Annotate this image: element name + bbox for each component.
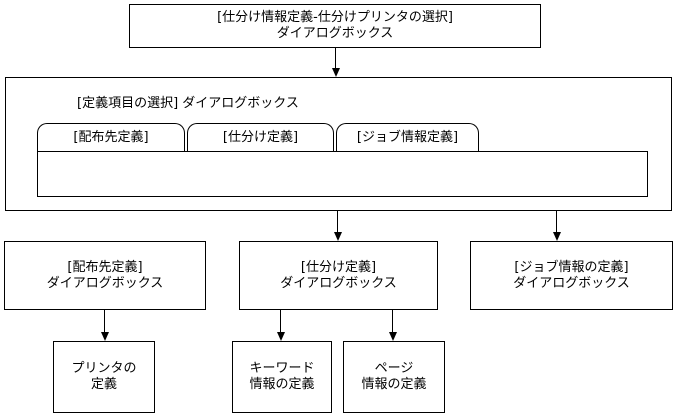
box-text-line2: ダイアログボックス (276, 26, 394, 41)
box-text-line1: [配布先定義] (67, 259, 143, 275)
box-text-line2: ダイアログボックス (46, 275, 164, 291)
arrow-selection-to-sorting-dialog (333, 210, 342, 241)
tab-sorting-definition: [仕分け定義] (187, 123, 334, 152)
box-text-line1: プリンタの (71, 361, 137, 376)
arrow-top-to-selection (331, 47, 340, 77)
box-text-line1: キーワード (249, 361, 315, 376)
arrow-down-icon (388, 332, 397, 341)
box-text-line2: 情報の定義 (249, 377, 315, 392)
box-text-line1: [ジョブ情報の定義] (514, 259, 629, 275)
box-text-line2: 定義 (90, 377, 117, 392)
page-info-definition-box: ページ 情報の定義 (343, 341, 445, 413)
printer-definition-box: プリンタの 定義 (53, 341, 155, 413)
job-info-definition-dialog-box: [ジョブ情報の定義] ダイアログボックス (470, 241, 673, 310)
arrow-shaft (337, 210, 338, 232)
definition-item-selection-dialog-box: [定義項目の選択] ダイアログボックス [配布先定義] [仕分け定義] [ジョブ… (5, 77, 672, 211)
box-text-line2: ダイアログボックス (513, 275, 630, 291)
arrow-shaft (335, 47, 336, 68)
box-text-line2: ダイアログボックス (280, 275, 397, 291)
arrow-down-icon (100, 332, 109, 341)
arrow-sorting-to-keyword (276, 310, 285, 341)
box-text-line1: [仕分け定義] (300, 259, 377, 275)
tab-job-info-definition: [ジョブ情報定義] (336, 123, 479, 152)
arrow-down-icon (276, 332, 285, 341)
distribution-definition-dialog-box: [配布先定義] ダイアログボックス (4, 241, 206, 310)
sorting-printer-selection-dialog-box: [仕分け情報定義-仕分けプリンタの選択] ダイアログボックス (129, 4, 541, 48)
arrow-sorting-to-page (388, 310, 397, 341)
box-text-line1: ページ (374, 361, 414, 376)
definition-item-selection-label: [定義項目の選択] ダイアログボックス (77, 96, 299, 111)
sorting-definition-dialog-box: [仕分け定義] ダイアログボックス (239, 241, 438, 310)
arrow-shaft (392, 310, 393, 332)
arrow-down-icon (333, 232, 342, 241)
arrow-down-icon (552, 232, 561, 241)
arrow-down-icon (331, 68, 340, 77)
box-text-line1: [仕分け情報定義-仕分けプリンタの選択] (217, 10, 453, 25)
box-text-line2: 情報の定義 (361, 377, 427, 392)
tab-content-area (37, 151, 648, 197)
arrow-distribution-to-printer (100, 310, 109, 341)
tab-distribution-definition: [配布先定義] (37, 123, 185, 152)
arrow-shaft (104, 310, 105, 332)
arrow-shaft (280, 310, 281, 332)
arrow-selection-to-job-info-dialog (552, 210, 561, 241)
arrow-shaft (556, 210, 557, 232)
keyword-info-definition-box: キーワード 情報の定義 (232, 341, 332, 413)
